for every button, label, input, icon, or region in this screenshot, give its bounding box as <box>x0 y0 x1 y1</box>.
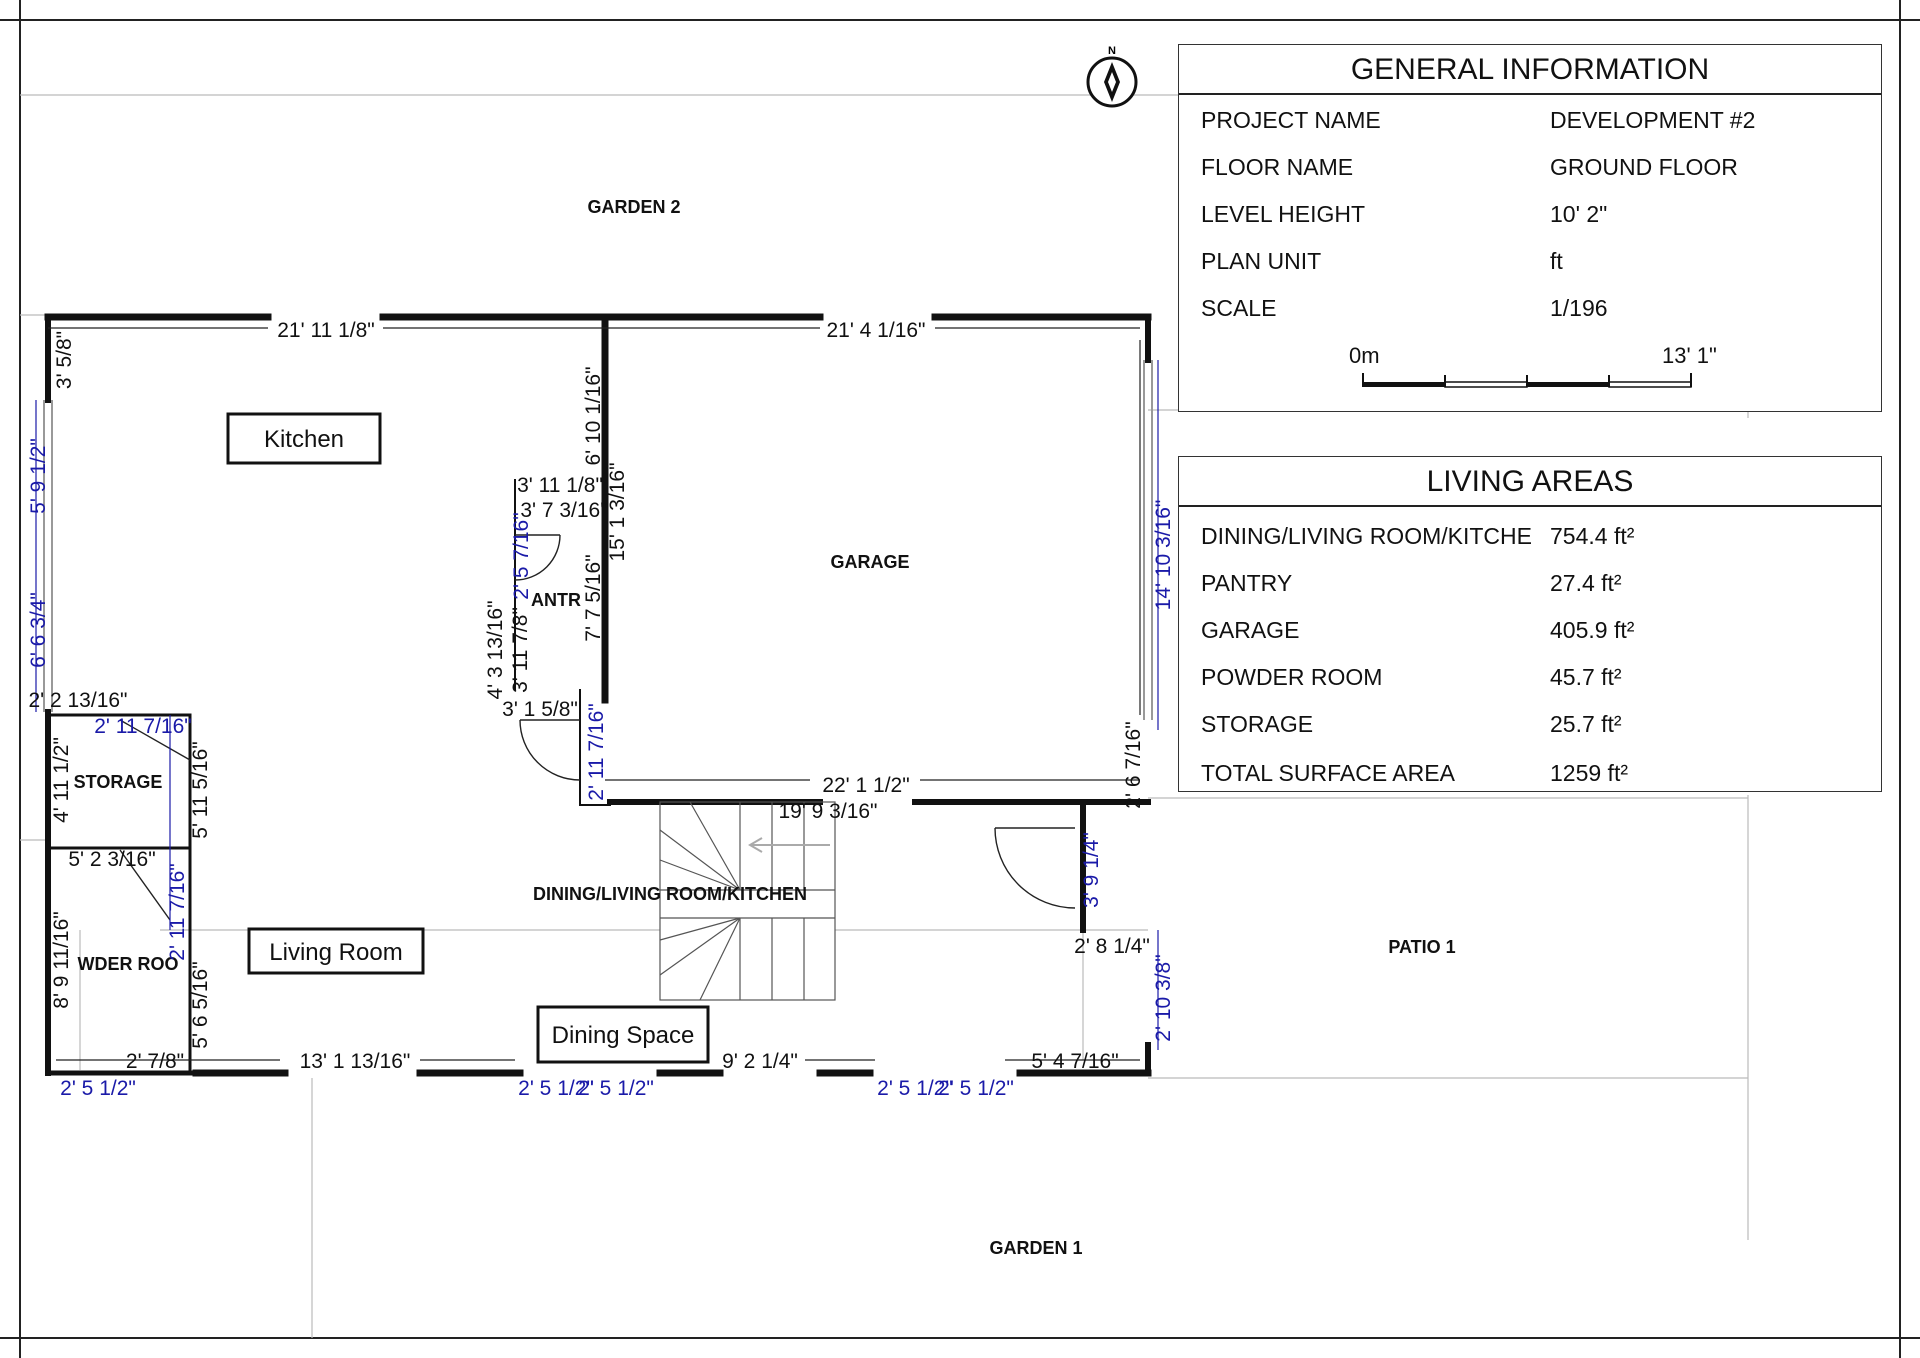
dim-2-5-1-2-a: 2' 5 1/2" <box>60 1077 136 1100</box>
dim-8-9-11-16: 8' 9 11/16" <box>50 911 73 1008</box>
dimension-lines <box>48 327 1141 1061</box>
living-row-value-2: 405.9 ft² <box>1550 617 1635 643</box>
compass-icon: N <box>1086 45 1138 108</box>
dim-left-5-9-1-2: 5' 9 1/2" <box>27 438 50 514</box>
living-room-tag: Living Room <box>269 939 402 966</box>
room-label-powder-room: WDER ROO <box>78 954 179 974</box>
dim-5-11-5-16: 5' 11 5/16" <box>189 741 212 838</box>
room-label-garage: GARAGE <box>830 552 909 572</box>
dim-3-7-3-16: 3' 7 3/16" <box>520 499 607 522</box>
scale-bar-start-label: 0m <box>1349 343 1380 368</box>
general-row-label-2: LEVEL HEIGHT <box>1201 201 1366 227</box>
dim-5-2-3-16: 5' 2 3/16" <box>68 848 155 871</box>
general-row-value-0: DEVELOPMENT #2 <box>1550 107 1756 133</box>
kitchen-tag-box <box>226 412 382 465</box>
living-row-label-4: STORAGE <box>1201 711 1314 737</box>
living-row-value-1: 27.4 ft² <box>1550 570 1622 596</box>
dim-2-11-7-16-a: 2' 11 7/16" <box>94 715 191 738</box>
dimension-lines-blue <box>35 360 1159 1050</box>
living-room-tag-box <box>247 927 425 975</box>
kitchen-tag: Kitchen <box>264 426 344 453</box>
dim-2-5-1-2-b: 2' 5 1/2" <box>518 1077 594 1100</box>
dim-19-9-3-16: 19' 9 3/16" <box>778 800 877 823</box>
living-row-value-0: 754.4 ft² <box>1550 523 1635 549</box>
dim-5-6-5-16: 5' 6 5/16" <box>189 961 212 1048</box>
general-row-value-1: GROUND FLOOR <box>1550 154 1738 180</box>
room-label-pantry: ANTR <box>531 590 581 610</box>
general-information-panel: GENERAL INFORMATION PROJECT NAME DEVELOP… <box>1178 44 1882 412</box>
general-row-label-4: SCALE <box>1201 295 1277 321</box>
dim-3-11-7-8: 3' 11 7/8" <box>509 607 532 693</box>
dim-14-10-3-16: 14' 10 3/16" <box>1152 500 1175 611</box>
room-label-patio-1: PATIO 1 <box>1388 937 1455 957</box>
living-row-label-5: TOTAL SURFACE AREA <box>1201 760 1455 786</box>
dim-3-1-5-8: 3' 1 5/8" <box>502 698 578 721</box>
living-areas-title: LIVING AREAS <box>1179 457 1881 507</box>
dim-6-10-1-16: 6' 10 1/16" <box>582 366 605 465</box>
dining-space-tag-box <box>536 1005 710 1064</box>
dim-7-7-5-16: 7' 7 5/16" <box>582 554 605 641</box>
dim-top-right: 21' 4 1/16" <box>826 319 925 342</box>
dimension-labels: 21' 11 1/8" 21' 4 1/16" 2' 2 13/16" 2' 1… <box>27 319 1175 1100</box>
dim-2-5-1-2-d: 2' 5 1/2" <box>877 1077 953 1100</box>
living-row-label-1: PANTRY <box>1201 570 1293 596</box>
general-row-value-4: 1/196 <box>1550 295 1608 321</box>
dim-top-left: 21' 11 1/8" <box>277 319 374 342</box>
living-row-label-0-text: DINING/LIVING ROOM/KITCHEN <box>1201 523 1531 549</box>
dim-13-1-13-16: 13' 1 13/16" <box>300 1050 411 1073</box>
general-row-value-3: ft <box>1550 248 1563 274</box>
dim-2-5-1-2-c: 2' 5 1/2" <box>578 1077 654 1100</box>
dim-5-4-7-16: 5' 4 7/16" <box>1031 1050 1118 1073</box>
scale-bar-end-label: 13' 1" <box>1662 343 1717 368</box>
dim-15-1-3-16: 15' 1 3/16" <box>606 462 629 561</box>
dim-3-11-1-8: 3' 11 1/8" <box>517 474 603 497</box>
dim-2-6-7-16: 2' 6 7/16" <box>1122 721 1145 808</box>
staircase <box>659 801 836 1001</box>
dim-22-1-1-2: 22' 1 1/2" <box>822 774 909 797</box>
scale-bar <box>1362 373 1692 388</box>
living-areas-panel: LIVING AREAS DINING/LIVING ROOM/KITCHEN … <box>1178 456 1882 792</box>
dim-2-8-1-4: 2' 8 1/4" <box>1074 935 1150 958</box>
room-label-storage: STORAGE <box>74 772 163 792</box>
living-row-label-0: DINING/LIVING ROOM/KITCHEN <box>1201 523 1531 550</box>
dim-2-11-7-16-b: 2' 11 7/16" <box>166 863 189 960</box>
dim-2-2-13-16: 2' 2 13/16" <box>28 689 127 712</box>
general-information-title: GENERAL INFORMATION <box>1179 45 1881 95</box>
general-row-label-0: PROJECT NAME <box>1201 107 1381 133</box>
room-label-dining-living-kitchen: DINING/LIVING ROOM/KITCHEN <box>533 884 807 904</box>
general-row-label-3: PLAN UNIT <box>1201 248 1322 274</box>
room-label-garden-2: GARDEN 2 <box>587 197 680 217</box>
living-row-value-4: 25.7 ft² <box>1550 711 1622 737</box>
living-row-label-3: POWDER ROOM <box>1201 664 1383 690</box>
living-row-value-5: 1259 ft² <box>1550 760 1628 786</box>
dim-3-9-1-4: 3' 9 1/4" <box>1080 832 1103 908</box>
general-row-label-1: FLOOR NAME <box>1201 154 1354 180</box>
compass-label: N <box>1108 45 1116 57</box>
windows <box>43 360 1153 720</box>
living-row-value-3: 45.7 ft² <box>1550 664 1622 690</box>
general-row-value-2: 10' 2" <box>1550 201 1608 227</box>
dim-left-6-6-3-4: 6' 6 3/4" <box>27 592 50 668</box>
room-label-garden-1: GARDEN 1 <box>989 1238 1082 1258</box>
dining-space-tag: Dining Space <box>552 1022 695 1049</box>
dim-2-5-7-16: 2' 5 7/16" <box>510 512 533 599</box>
dim-9-2-1-4: 9' 2 1/4" <box>722 1050 798 1073</box>
dim-left-3-5-8: 3' 5/8" <box>53 331 76 389</box>
dim-2-10-3-8: 2' 10 3/8" <box>1152 954 1175 1041</box>
dim-2-5-1-2-e: 2' 5 1/2" <box>938 1077 1014 1100</box>
dim-2-11-7-16-c: 2' 11 7/16" <box>585 703 608 800</box>
dim-2-7-8: 2' 7/8" <box>126 1050 184 1073</box>
dim-4-3-13-16: 4' 3 13/16" <box>484 600 507 699</box>
doors <box>119 534 1076 921</box>
dim-4-11-1-2: 4' 11 1/2" <box>50 737 73 823</box>
living-row-label-2: GARAGE <box>1201 617 1300 643</box>
